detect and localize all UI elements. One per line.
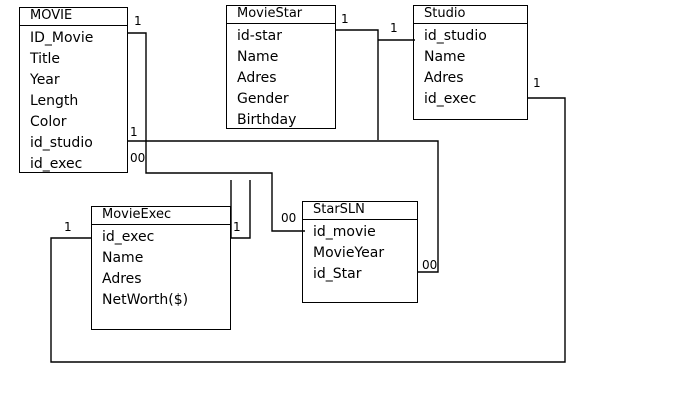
attribute: id_exec bbox=[102, 229, 155, 245]
entity-moviestar: MovieStar id-star Name Adres Gender Birt… bbox=[226, 5, 336, 129]
attribute: Birthday bbox=[237, 112, 297, 128]
line-movie-to-starsln bbox=[128, 32, 305, 232]
entity-starsln-title: StarSLN bbox=[303, 202, 417, 220]
multiplicity-label: 1 bbox=[233, 220, 241, 234]
attribute: id_studio bbox=[424, 28, 487, 44]
attribute: id_exec bbox=[424, 91, 477, 107]
line-moviestar-to-studio bbox=[336, 29, 379, 140]
entity-starsln-attributes: id_movie MovieYear id_Star bbox=[303, 220, 417, 285]
attribute: Year bbox=[30, 72, 60, 88]
attribute: MovieYear bbox=[313, 245, 385, 261]
line-movieexec-right bbox=[231, 180, 251, 239]
entity-studio: Studio id_studio Name Adres id_exec bbox=[413, 5, 528, 120]
multiplicity-label: 1 bbox=[134, 14, 142, 28]
line-studio-to-movieexec bbox=[50, 97, 566, 363]
multiplicity-label: 1 bbox=[533, 76, 541, 90]
line-movie-to-starsln-right bbox=[128, 140, 439, 273]
attribute: NetWorth($) bbox=[102, 292, 189, 308]
attribute: id-star bbox=[237, 28, 282, 44]
multiplicity-label: 1 bbox=[64, 220, 72, 234]
attribute: Name bbox=[237, 49, 279, 65]
attribute: id_studio bbox=[30, 135, 93, 151]
multiplicity-label: 00 bbox=[130, 151, 146, 165]
attribute: Adres bbox=[237, 70, 277, 86]
entity-movie-attributes: ID_Movie Title Year Length Color id_stud… bbox=[20, 26, 127, 175]
attribute: ID_Movie bbox=[30, 30, 94, 46]
attribute: Adres bbox=[102, 271, 142, 287]
entity-studio-attributes: id_studio Name Adres id_exec bbox=[414, 24, 527, 110]
entity-movie: MOVIE ID_Movie Title Year Length Color i… bbox=[19, 7, 128, 173]
entity-moviestar-attributes: id-star Name Adres Gender Birthday bbox=[227, 24, 335, 131]
attribute: Gender bbox=[237, 91, 289, 107]
multiplicity-label: 1 bbox=[130, 125, 138, 139]
entity-starsln: StarSLN id_movie MovieYear id_Star bbox=[302, 201, 418, 303]
multiplicity-label: 00 bbox=[281, 211, 297, 225]
attribute: Length bbox=[30, 93, 79, 109]
attribute: id_Star bbox=[313, 266, 362, 282]
multiplicity-label: 00 bbox=[422, 258, 438, 272]
multiplicity-label: 1 bbox=[390, 21, 398, 35]
entity-movie-title: MOVIE bbox=[20, 8, 127, 26]
attribute: Title bbox=[30, 51, 61, 67]
attribute: Name bbox=[424, 49, 466, 65]
attribute: Name bbox=[102, 250, 144, 266]
entity-studio-title: Studio bbox=[414, 6, 527, 24]
entity-movieexec-title: MovieExec bbox=[92, 207, 230, 225]
entity-moviestar-title: MovieStar bbox=[227, 6, 335, 24]
attribute: id_movie bbox=[313, 224, 376, 240]
attribute: Color bbox=[30, 114, 67, 130]
entity-movieexec-attributes: id_exec Name Adres NetWorth($) bbox=[92, 225, 230, 311]
multiplicity-label: 1 bbox=[341, 12, 349, 26]
attribute: id_exec bbox=[30, 156, 83, 172]
entity-movieexec: MovieExec id_exec Name Adres NetWorth($) bbox=[91, 206, 231, 330]
attribute: Adres bbox=[424, 70, 464, 86]
